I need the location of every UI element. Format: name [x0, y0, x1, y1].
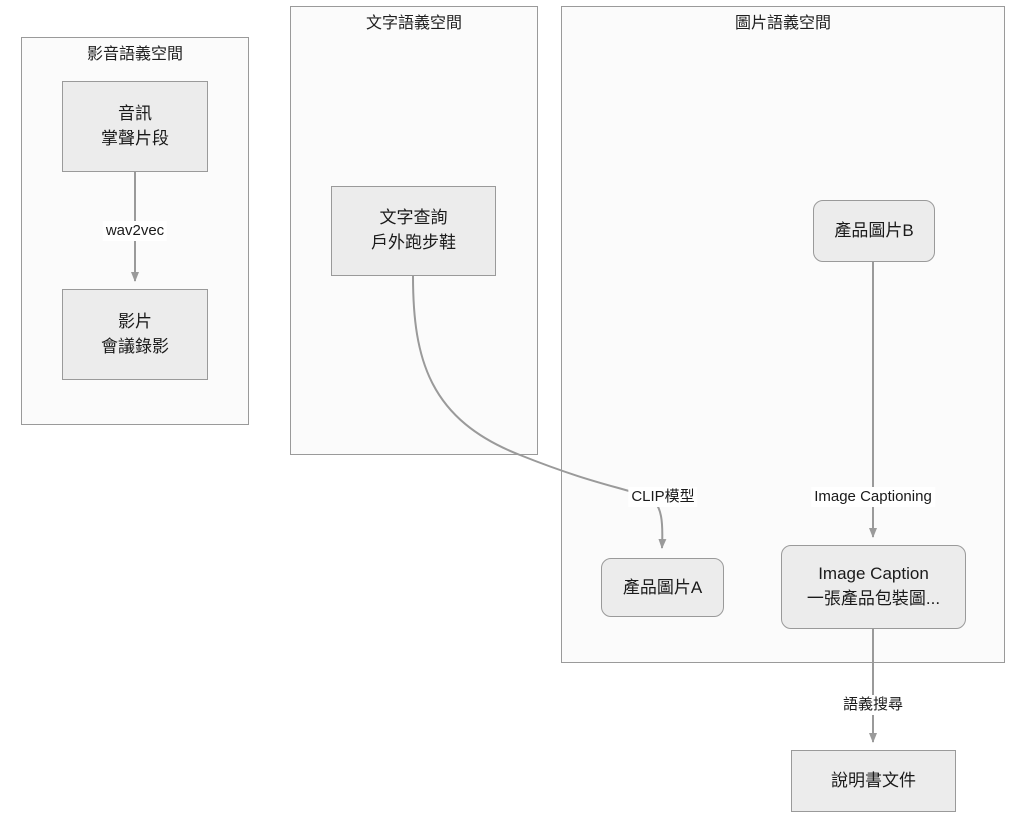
node-video-line1: 影片 — [118, 311, 152, 331]
node-video-line2: 會議錄影 — [101, 336, 169, 356]
group-title-image-space: 圖片語義空間 — [734, 15, 831, 32]
node-video[interactable]: 影片 會議錄影 — [62, 289, 208, 380]
node-image-caption-line2: 一張產品包裝圖... — [806, 589, 941, 608]
node-product-image-a[interactable]: 產品圖片A — [601, 558, 724, 617]
node-text-query-line1: 文字查詢 — [379, 208, 448, 227]
node-audio-line1: 音訊 — [118, 103, 152, 123]
node-audio-line2: 掌聲片段 — [101, 128, 169, 148]
edge-label-clip-model: CLIP模型 — [628, 487, 698, 507]
edge-label-semantic-search: 語義搜尋 — [839, 695, 907, 715]
group-title-text-space: 文字語義空間 — [365, 15, 462, 32]
edge-label-image-captioning: Image Captioning — [811, 487, 935, 507]
node-text-query-line2: 戶外跑步鞋 — [371, 233, 456, 252]
node-manual-document[interactable]: 說明書文件 — [791, 750, 956, 812]
node-product-image-b[interactable]: 產品圖片B — [813, 200, 935, 262]
node-product-image-b-label: 產品圖片B — [834, 221, 914, 240]
node-manual-document-label: 說明書文件 — [831, 771, 916, 790]
node-product-image-a-label: 產品圖片A — [622, 577, 703, 597]
group-title-audio-video-space: 影音語義空間 — [86, 46, 183, 63]
edge-label-wav2vec: wav2vec — [102, 221, 168, 241]
node-image-caption[interactable]: Image Caption 一張產品包裝圖... — [781, 545, 966, 629]
node-text-query[interactable]: 文字查詢 戶外跑步鞋 — [331, 186, 496, 276]
node-audio[interactable]: 音訊 掌聲片段 — [62, 81, 208, 172]
node-image-caption-line1: Image Caption — [818, 564, 929, 583]
